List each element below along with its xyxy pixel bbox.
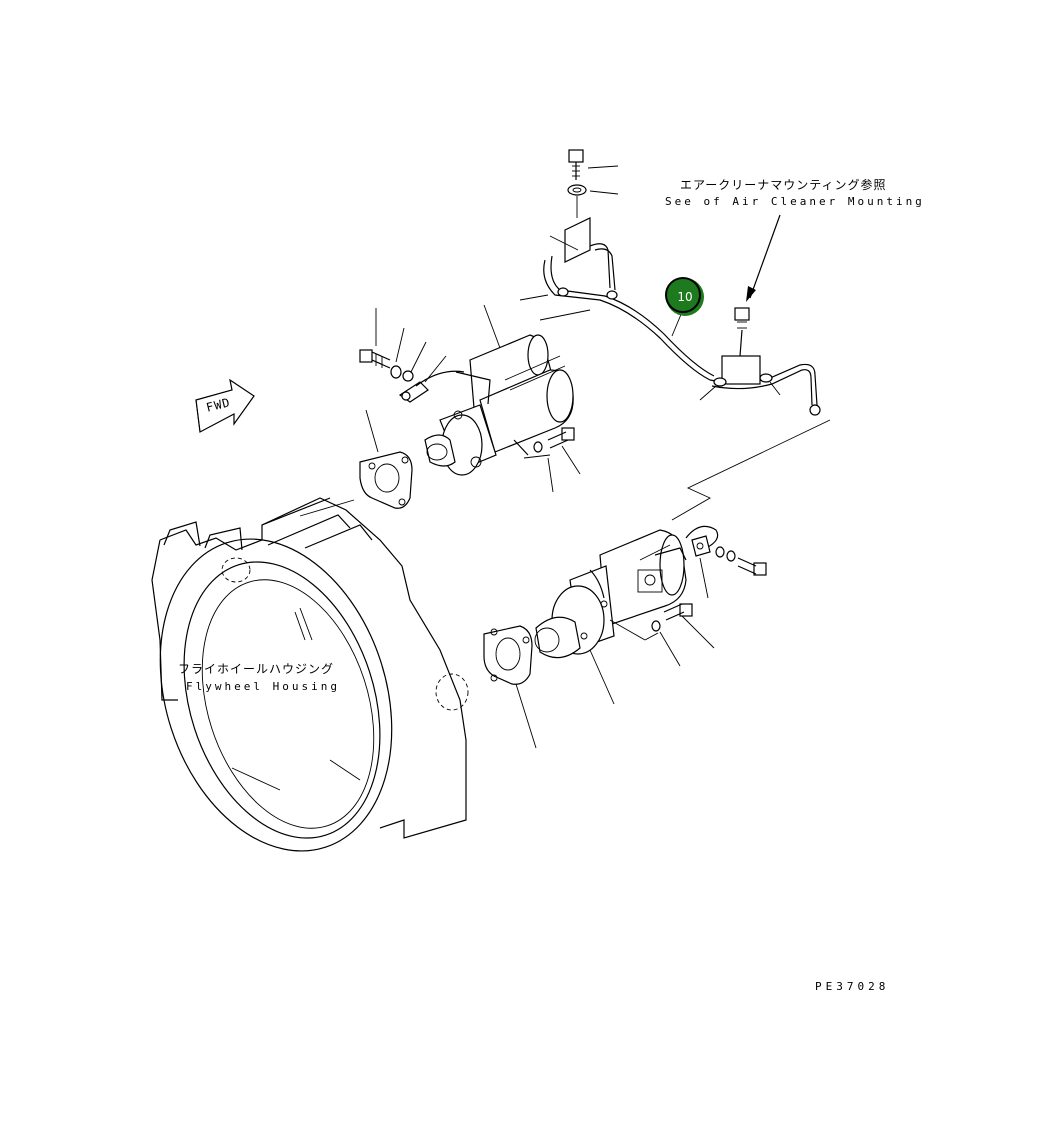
air-cleaner-note-jp: エアークリーナマウンティング参照 [680, 178, 887, 192]
flywheel-housing [151, 497, 469, 852]
fwd-arrow [195, 378, 255, 433]
callout-number: 10 [677, 290, 693, 304]
right-cable [699, 307, 821, 416]
air-cleaner-arrow [746, 214, 781, 302]
callout-10[interactable]: 10 [665, 277, 704, 316]
lower-gasket [483, 625, 537, 749]
top-washer [567, 184, 619, 196]
callout-10-leader [671, 311, 683, 337]
air-cleaner-note-en: See of Air Cleaner Mounting [665, 195, 925, 208]
upper-starter-bolt [533, 427, 581, 493]
top-bolt [568, 149, 619, 180]
upper-left-small-parts [359, 308, 465, 403]
assembly-connector [671, 419, 831, 521]
flywheel-housing-label-jp: フライホイールハウジング [178, 662, 335, 676]
upper-starter-motor [424, 334, 574, 476]
upper-cable [519, 217, 715, 381]
drawing-code: PE37028 [815, 980, 890, 993]
upper-gasket [299, 409, 413, 517]
lower-starter-motor [534, 529, 687, 659]
lower-small-parts [651, 525, 767, 667]
flywheel-housing-label-en: Flywheel Housing [186, 680, 340, 693]
callout-ring [665, 277, 701, 313]
